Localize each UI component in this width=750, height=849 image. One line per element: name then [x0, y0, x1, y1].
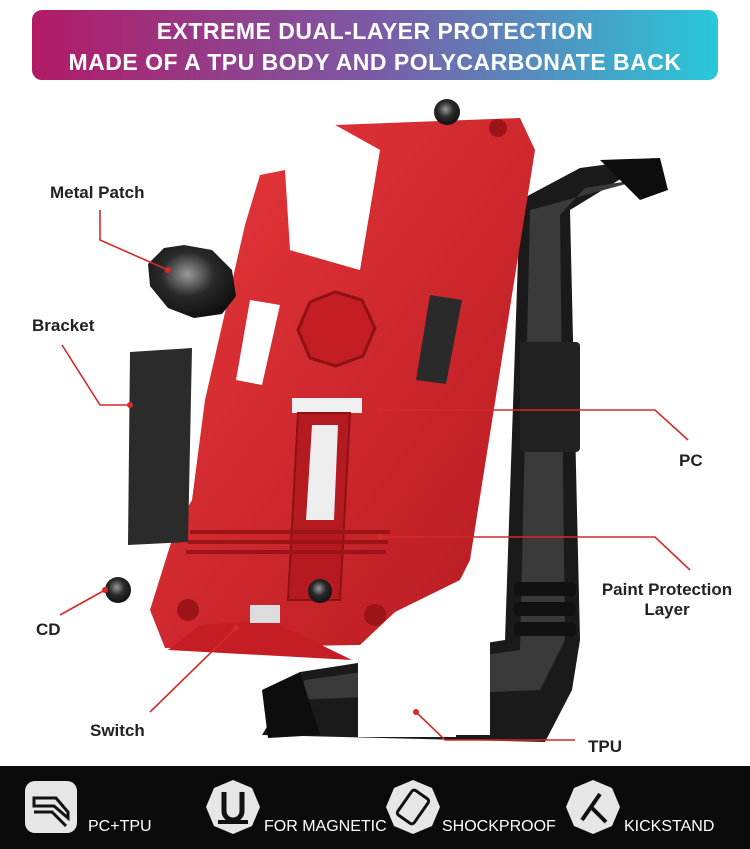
tpu-button-bottom	[514, 622, 576, 636]
tpu-corner-top	[600, 158, 668, 200]
top-screw	[434, 99, 460, 125]
cd-disc	[105, 577, 131, 603]
feature-label-shockproof: SHOCKPROOF	[442, 818, 556, 835]
screw-middle	[308, 579, 332, 603]
feature-label-magnetic: FOR MAGNETIC	[264, 818, 387, 835]
leader-lines	[59, 210, 691, 741]
tpu-button-mid	[514, 602, 576, 616]
kickstand-icon	[564, 778, 622, 836]
banner-line-1: EXTREME DUAL-LAYER PROTECTION	[156, 18, 594, 44]
feature-bar: PC+TPU FOR MAGNETIC SHOCKPROOF KICKSTAND	[0, 766, 750, 849]
callout-pc: PC	[679, 451, 703, 470]
callout-switch: Switch	[90, 721, 145, 740]
tpu-body	[262, 158, 668, 742]
tpu-kickstand-slot	[520, 342, 580, 452]
callout-paint-protection: Paint Protection Layer	[597, 580, 737, 620]
callout-paint-line-1: Paint Protection	[601, 580, 733, 599]
callout-metal-patch: Metal Patch	[50, 183, 145, 202]
callout-paint-line-2: Layer	[644, 600, 690, 619]
metal-patch-disc	[148, 245, 236, 318]
tpu-corner-bottom	[262, 672, 320, 738]
switch-clip	[250, 605, 280, 623]
feature-shockproof: SHOCKPROOF	[380, 766, 560, 849]
feature-magnetic: FOR MAGNETIC	[190, 766, 387, 849]
layers-icon	[22, 778, 80, 836]
magnet-icon	[204, 778, 262, 836]
callout-tpu: TPU	[588, 737, 622, 756]
header-banner: EXTREME DUAL-LAYER PROTECTION MADE OF A …	[32, 10, 718, 80]
feature-label-pc-tpu: PC+TPU	[88, 818, 152, 835]
shockproof-icon	[384, 778, 442, 836]
callout-bracket: Bracket	[32, 316, 95, 335]
bracket-plate	[128, 348, 192, 545]
magnetic-ring-mount	[296, 290, 377, 368]
feature-label-kickstand: KICKSTAND	[624, 818, 715, 835]
tpu-button-top	[514, 582, 576, 596]
banner-line-2: MADE OF A TPU BODY AND POLYCARBONATE BAC…	[68, 49, 682, 75]
callout-cd: CD	[36, 620, 61, 639]
leader-dots	[102, 267, 419, 715]
feature-kickstand: KICKSTAND	[560, 766, 750, 849]
feature-pc-tpu: PC+TPU	[0, 766, 190, 849]
paint-protection-bottom	[358, 640, 456, 737]
case-exploded-illustration	[59, 99, 691, 742]
pc-back-plate	[150, 118, 535, 648]
